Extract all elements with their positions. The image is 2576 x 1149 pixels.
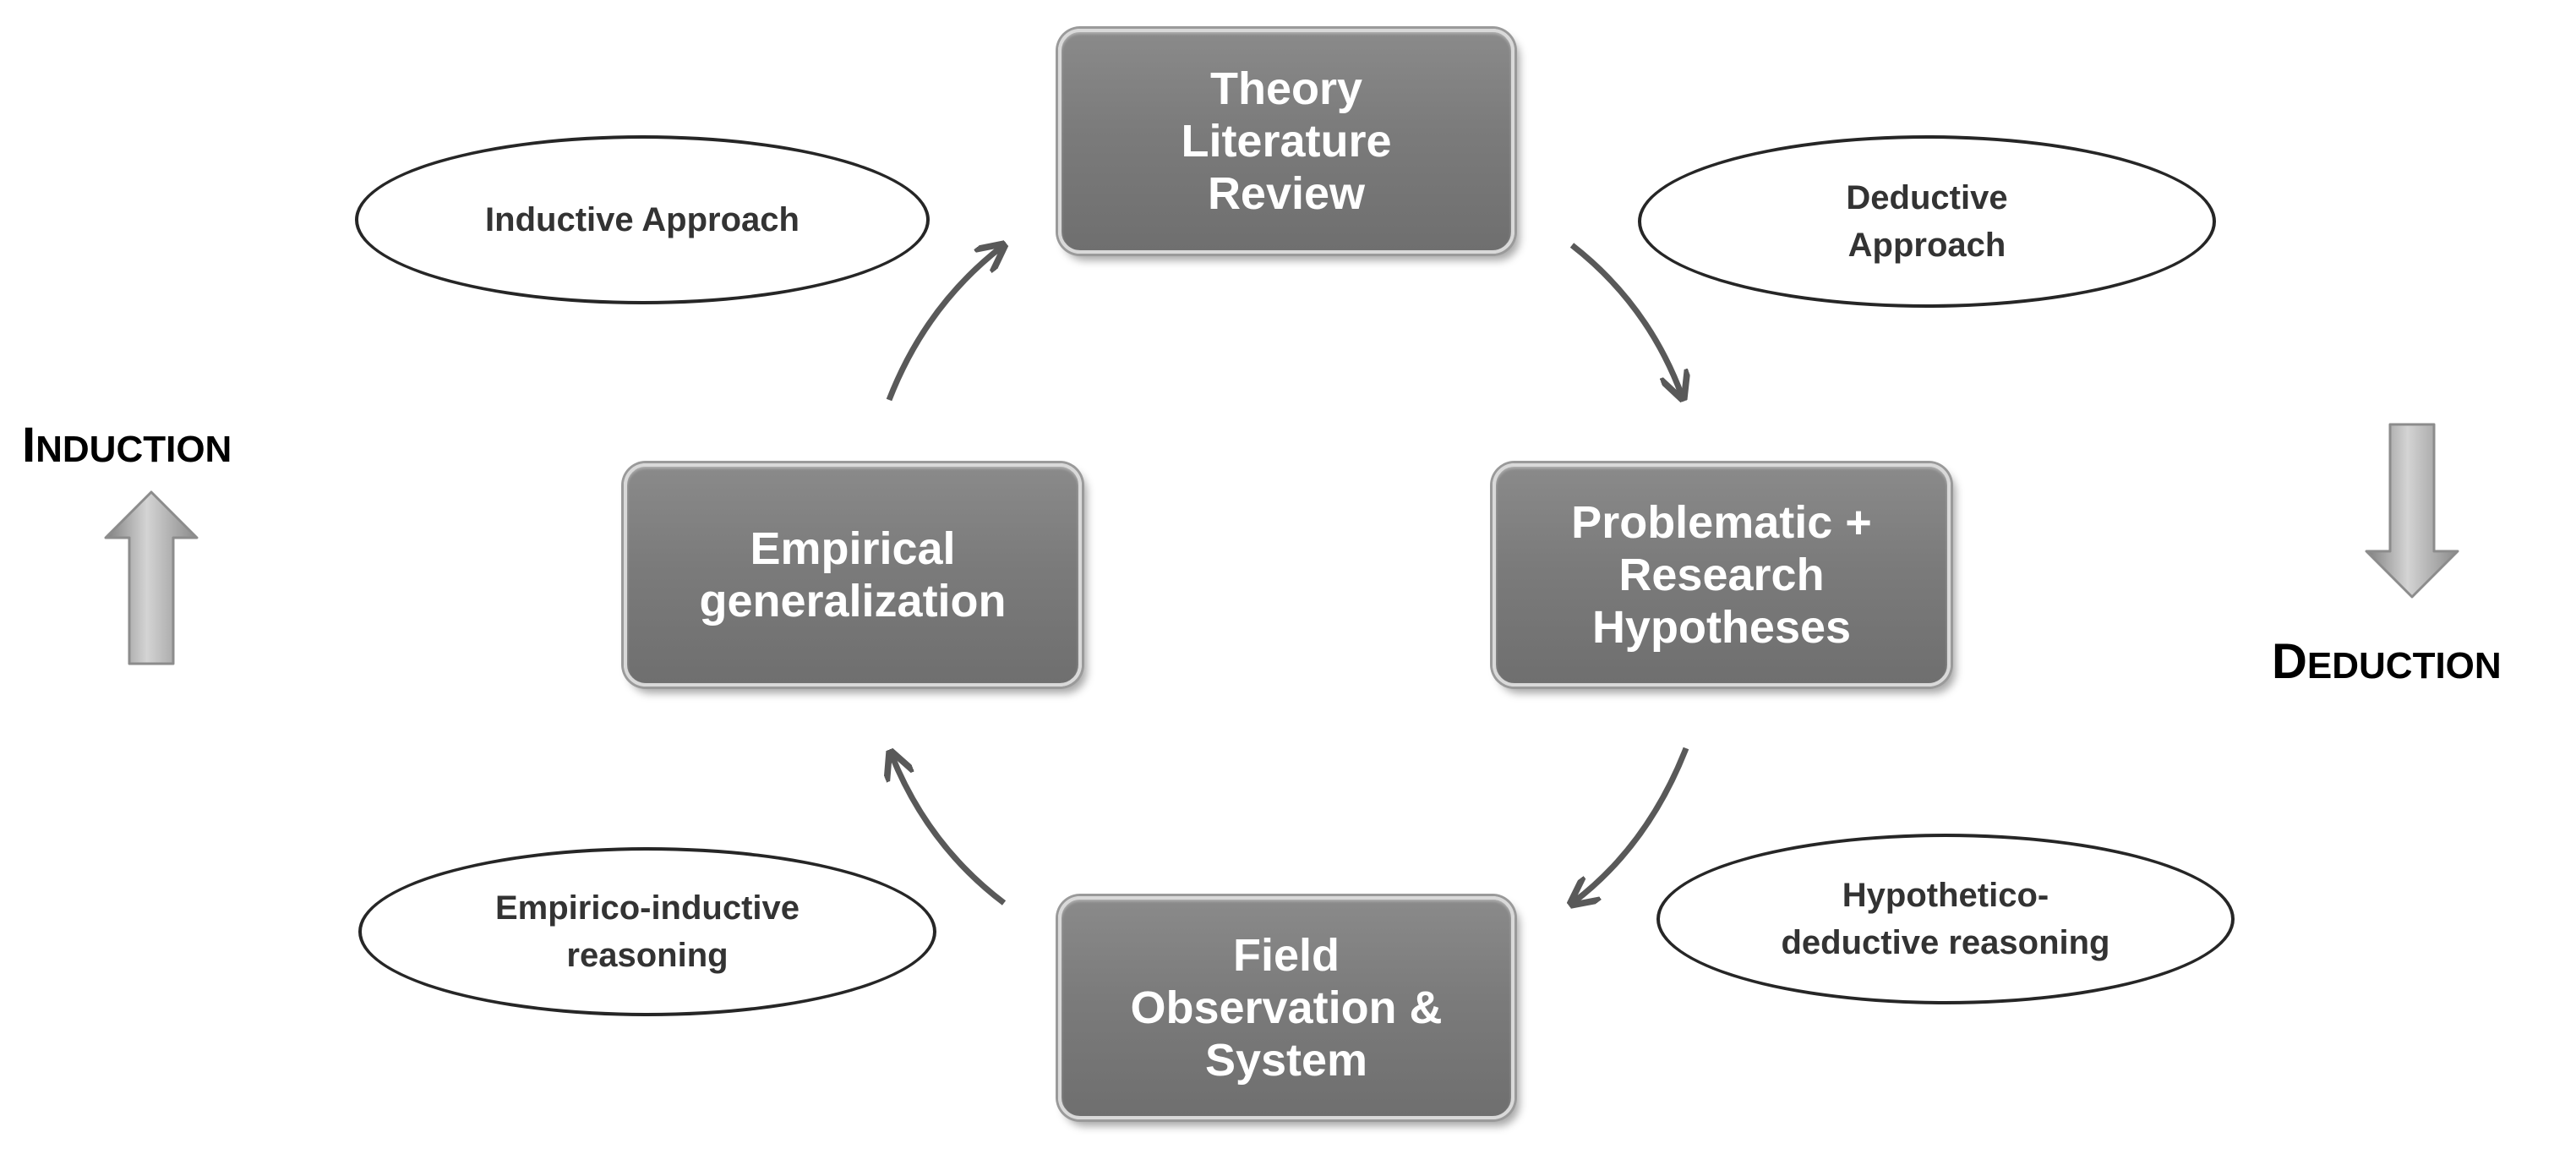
box-line: Theory (1209, 63, 1363, 114)
deduction-label-initial: D (2272, 634, 2307, 689)
ellipse-line: Empirico-inductive (494, 889, 800, 927)
ellipse-line: deductive reasoning (1781, 924, 2110, 961)
arrow-field-to-empirical (892, 755, 1007, 906)
ellipse-deductive-approach: Deductive Approach (1638, 135, 2216, 308)
arrow-theory-to-problematic (1569, 243, 1682, 396)
box-line: Review (1207, 168, 1366, 219)
box-line: System (1204, 1035, 1368, 1086)
box-line: Field (1232, 930, 1340, 981)
box-empirical-generalization: Empirical generalization (624, 463, 1082, 687)
box-line: Research (1618, 550, 1825, 600)
box-line: Observation & (1130, 982, 1443, 1033)
induction-label-initial: I (22, 418, 36, 473)
box-line: Empirical (750, 523, 956, 574)
deduction-down-arrow (2365, 423, 2459, 599)
arrow-empirical-to-theory (886, 247, 1001, 402)
box-problematic-research-hypotheses: Problematic + Research Hypotheses (1493, 463, 1951, 687)
box-line: Hypotheses (1591, 602, 1852, 653)
ellipse-line: Inductive Approach (485, 201, 800, 238)
arrow-problematic-to-field (1574, 747, 1689, 902)
ellipse-line: Deductive (1846, 179, 2008, 216)
deduction-label-rest: eduction (2306, 645, 2502, 687)
ellipse-inductive-approach: Inductive Approach (355, 135, 930, 304)
induction-label-rest: nduction (35, 429, 232, 470)
induction-label: Induction (22, 421, 232, 470)
deduction-label: Deduction (2272, 637, 2502, 687)
ellipse-hypothetico-deductive-reasoning: Hypothetico- deductive reasoning (1656, 834, 2235, 1004)
induction-up-arrow (104, 490, 199, 665)
box-line: generalization (699, 576, 1007, 626)
box-line: Literature (1181, 116, 1392, 167)
ellipse-empirico-inductive-reasoning: Empirico-inductive reasoning (358, 847, 936, 1016)
ellipse-line: Approach (1847, 227, 2006, 264)
ellipse-line: Hypothetico- (1842, 877, 2049, 914)
box-theory-literature-review: Theory Literature Review (1058, 29, 1514, 254)
box-field-observation-system: Field Observation & System (1058, 896, 1514, 1119)
box-line: Problematic + (1571, 497, 1872, 548)
ellipse-line: reasoning (566, 937, 729, 974)
